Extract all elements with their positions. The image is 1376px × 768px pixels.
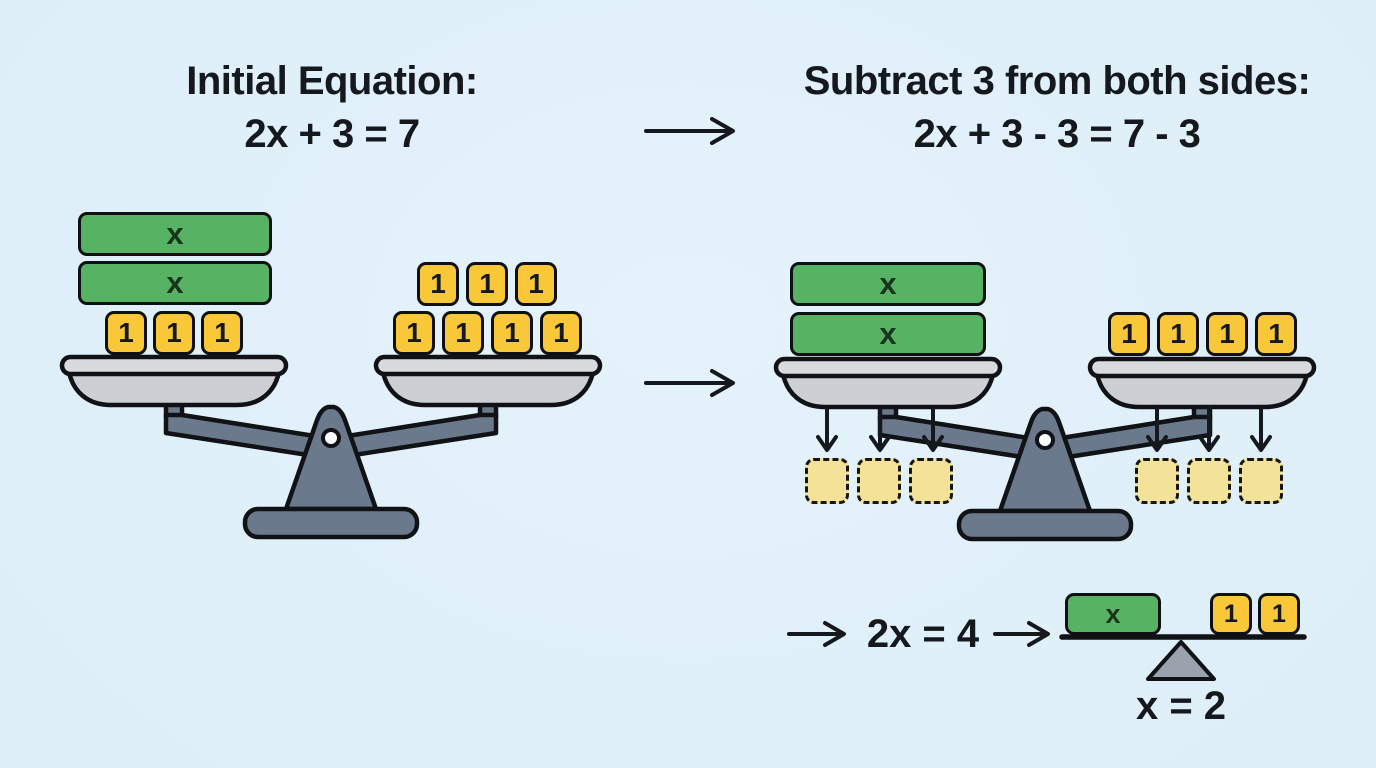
result-equation: 2x = 4 xyxy=(866,612,980,656)
unit-tile: 1 xyxy=(1157,312,1199,356)
x-bar-tile: x xyxy=(78,261,272,305)
unit-tile: 1 xyxy=(1258,593,1300,635)
unit-tile: 1 xyxy=(417,262,459,306)
arrow-down-icon xyxy=(922,408,944,452)
unit-label: 1 xyxy=(1121,318,1137,349)
removed-unit-placeholder xyxy=(909,458,953,504)
unit-tile: 1 xyxy=(1206,312,1248,356)
x-bar-label: x xyxy=(166,216,184,251)
step1-title-line1: Initial Equation: xyxy=(186,59,478,103)
arrow-down-icon xyxy=(869,408,891,452)
removed-unit-placeholder xyxy=(1239,458,1283,504)
unit-tile: 1 xyxy=(1108,312,1150,356)
unit-label: 1 xyxy=(406,317,422,348)
step2-title: Subtract 3 from both sides: 2x + 3 - 3 =… xyxy=(757,55,1357,161)
unit-label: 1 xyxy=(479,268,495,299)
x-bar-tile: x xyxy=(78,212,272,256)
step1-equation: 2x + 3 = 7 xyxy=(244,112,420,156)
unit-label: 1 xyxy=(1170,318,1186,349)
removed-unit-placeholder xyxy=(1187,458,1231,504)
arrow-right-icon xyxy=(644,369,735,397)
unit-tile: 1 xyxy=(1210,593,1252,635)
x-bar-label: x xyxy=(1105,598,1121,629)
unit-label: 1 xyxy=(553,317,569,348)
arrow-down-icon xyxy=(1198,406,1220,452)
unit-label: 1 xyxy=(214,317,230,348)
unit-tile: 1 xyxy=(515,262,557,306)
removed-unit-placeholder xyxy=(805,458,849,504)
arrow-down-icon xyxy=(1250,406,1272,452)
unit-label: 1 xyxy=(528,268,544,299)
step2-equation: 2x + 3 - 3 = 7 - 3 xyxy=(913,112,1201,156)
step1-title: Initial Equation: 2x + 3 = 7 xyxy=(132,55,532,161)
unit-label: 1 xyxy=(1224,599,1238,628)
final-result: x = 2 xyxy=(1135,684,1227,728)
x-bar-tile: x xyxy=(790,262,986,306)
balance-scale-subtract xyxy=(776,359,1314,539)
arrow-down-icon xyxy=(816,408,838,452)
unit-tile: 1 xyxy=(1255,312,1297,356)
unit-label: 1 xyxy=(118,317,134,348)
x-bar-tile: x xyxy=(1065,593,1161,635)
unit-label: 1 xyxy=(455,317,471,348)
unit-tile: 1 xyxy=(491,311,533,355)
arrow-right-icon xyxy=(644,117,735,145)
arrow-right-icon xyxy=(787,621,846,647)
unit-label: 1 xyxy=(166,317,182,348)
arrow-right-icon xyxy=(993,621,1050,647)
unit-label: 1 xyxy=(1219,318,1235,349)
unit-tile: 1 xyxy=(105,311,147,355)
unit-label: 1 xyxy=(430,268,446,299)
unit-tile: 1 xyxy=(466,262,508,306)
unit-label: 1 xyxy=(1272,599,1286,628)
unit-tile: 1 xyxy=(153,311,195,355)
mini-fulcrum-icon xyxy=(1146,640,1216,681)
x-bar-label: x xyxy=(879,266,897,301)
removed-unit-placeholder xyxy=(857,458,901,504)
balance-scale-initial xyxy=(62,357,600,537)
unit-tile: 1 xyxy=(442,311,484,355)
x-bar-label: x xyxy=(879,316,897,351)
unit-tile: 1 xyxy=(393,311,435,355)
unit-label: 1 xyxy=(504,317,520,348)
unit-tile: 1 xyxy=(540,311,582,355)
arrow-down-icon xyxy=(1146,406,1168,452)
x-bar-label: x xyxy=(166,265,184,300)
step2-title-line1: Subtract 3 from both sides: xyxy=(803,59,1311,103)
x-bar-tile: x xyxy=(790,312,986,356)
removed-unit-placeholder xyxy=(1135,458,1179,504)
unit-label: 1 xyxy=(1268,318,1284,349)
unit-tile: 1 xyxy=(201,311,243,355)
